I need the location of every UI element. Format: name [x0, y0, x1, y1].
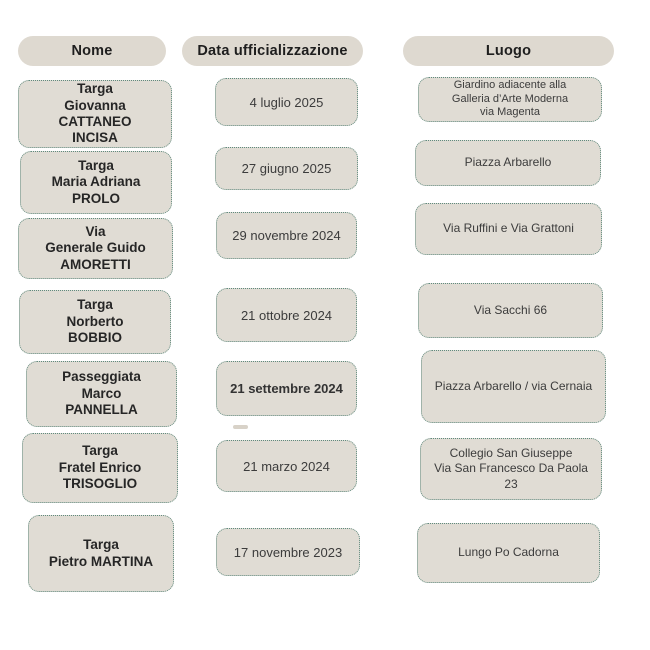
column-header-luogo: Luogo — [403, 36, 614, 66]
location-cell: Piazza Arbarello / via Cernaia — [421, 350, 606, 423]
name-cell: Passeggiata Marco PANNELLA — [26, 361, 177, 427]
location-cell: Collegio San Giuseppe Via San Francesco … — [420, 438, 602, 500]
date-cell: 21 marzo 2024 — [216, 440, 357, 492]
name-cell: Targa Fratel Enrico TRISOGLIO — [22, 433, 178, 503]
location-cell: Via Sacchi 66 — [418, 283, 603, 338]
date-cell: 29 novembre 2024 — [216, 212, 357, 259]
location-cell: Via Ruffini e Via Grattoni — [415, 203, 602, 255]
divider-dash — [233, 425, 248, 429]
name-cell: Targa Pietro MARTINA — [28, 515, 174, 592]
name-cell: Targa Giovanna CATTANEO INCISA — [18, 80, 172, 148]
name-cell: Via Generale Guido AMORETTI — [18, 218, 173, 279]
location-cell: Giardino adiacente alla Galleria d’Arte … — [418, 77, 602, 122]
name-cell: Targa Maria Adriana PROLO — [20, 151, 172, 214]
date-cell: 17 novembre 2023 — [216, 528, 360, 576]
date-cell: 21 settembre 2024 — [216, 361, 357, 416]
date-cell: 4 luglio 2025 — [215, 78, 358, 126]
column-header-data: Data ufficializzazione — [182, 36, 363, 66]
date-cell: 27 giugno 2025 — [215, 147, 358, 190]
column-header-nome: Nome — [18, 36, 166, 66]
name-cell: Targa Norberto BOBBIO — [19, 290, 171, 354]
location-cell: Piazza Arbarello — [415, 140, 601, 186]
date-cell: 21 ottobre 2024 — [216, 288, 357, 342]
location-cell: Lungo Po Cadorna — [417, 523, 600, 583]
